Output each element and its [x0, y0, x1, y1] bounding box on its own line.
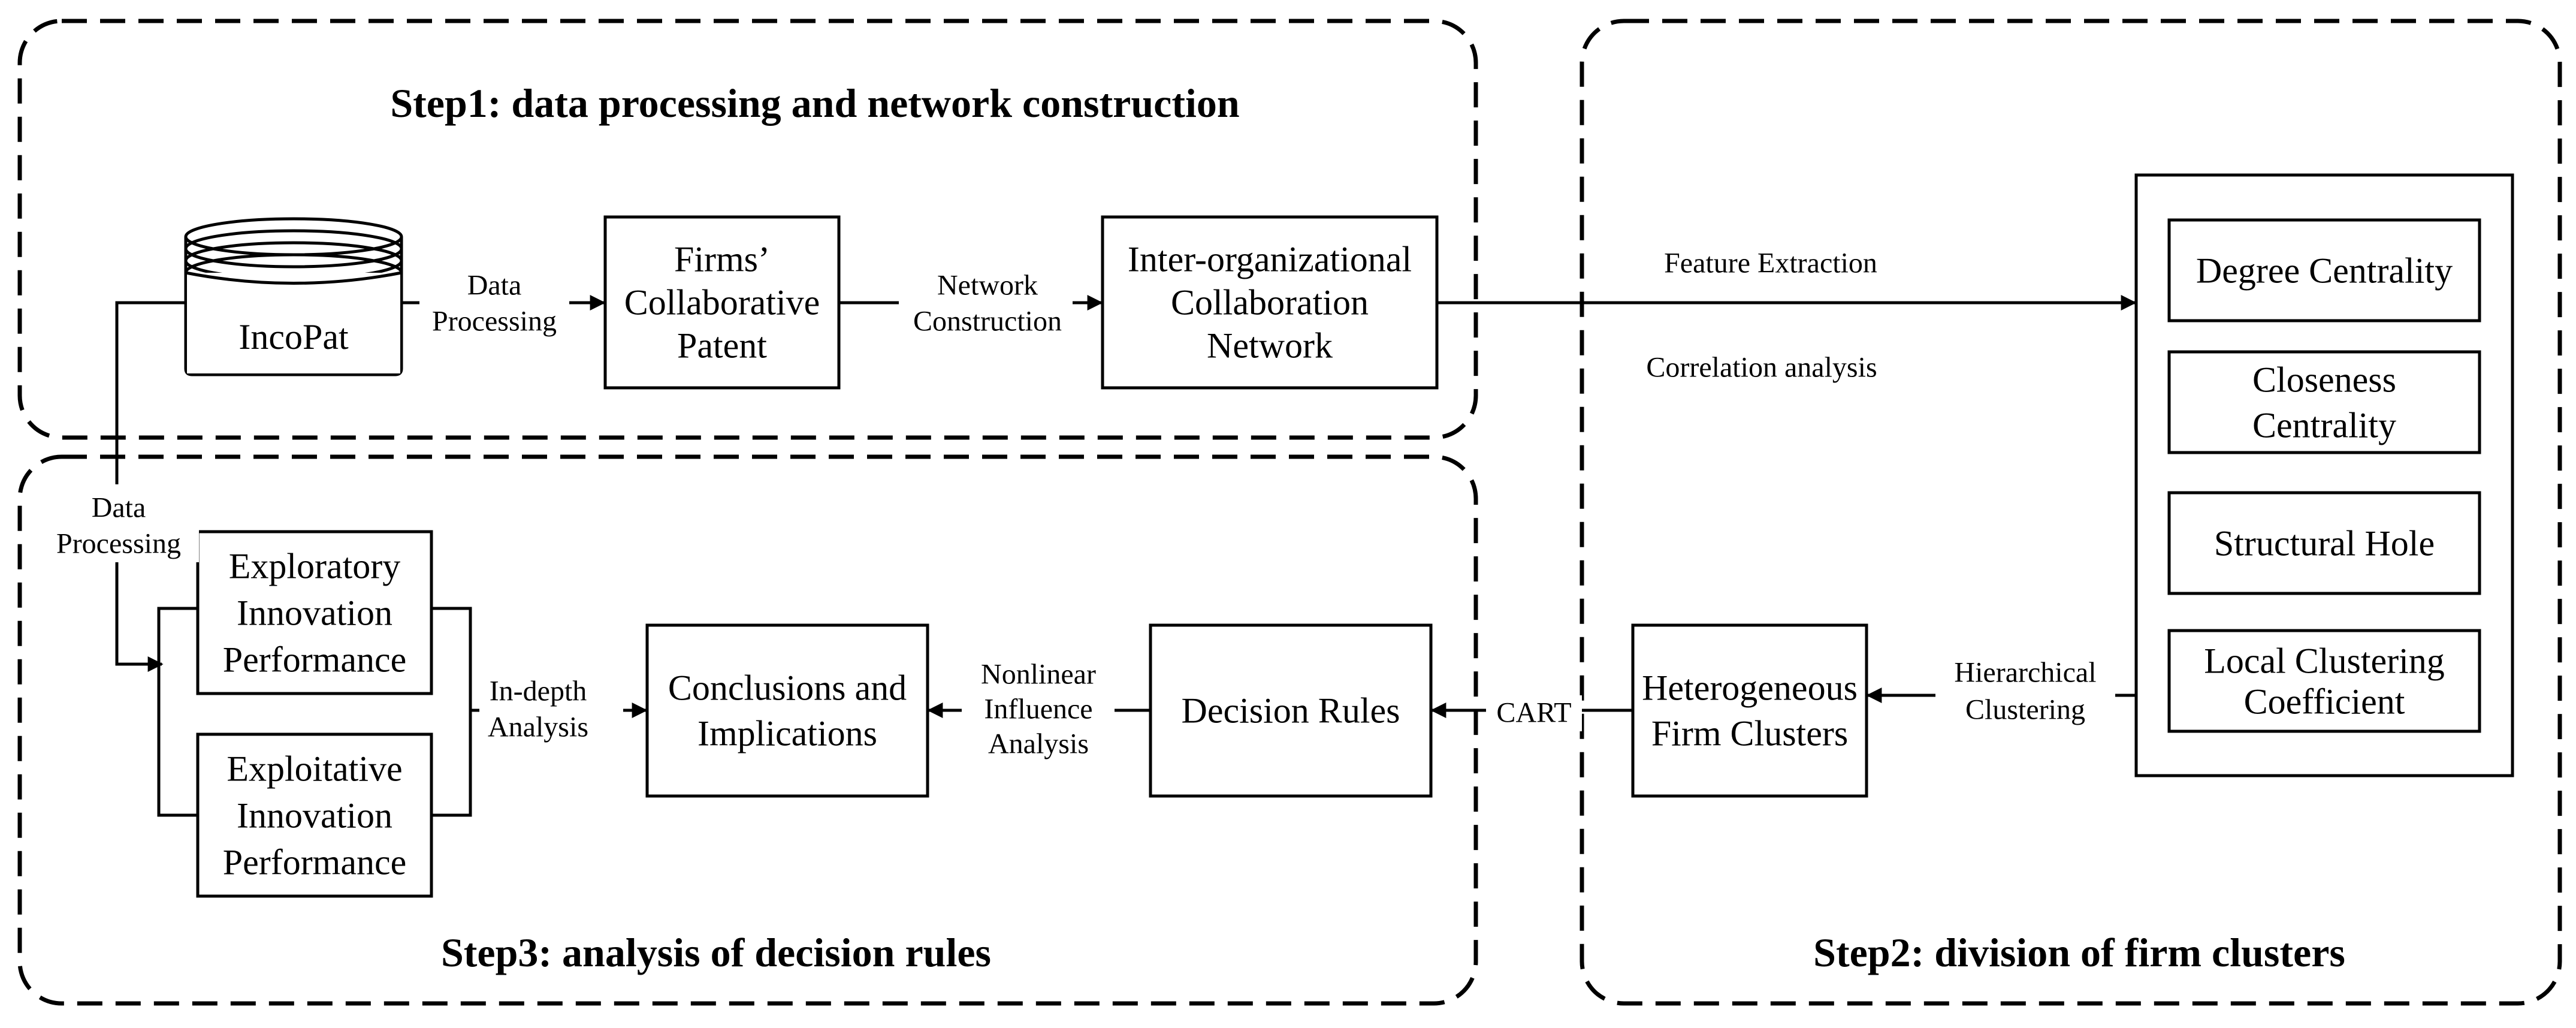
step2-region: [1580, 19, 2562, 1006]
text-line: Nonlinear: [981, 658, 1096, 690]
text-line: CART: [1496, 697, 1571, 728]
text-line: Influence: [984, 693, 1092, 725]
decision-rules-label: Decision Rules: [1182, 691, 1400, 730]
step3-title: Step3: analysis of decision rules: [441, 930, 991, 975]
heterogeneous-clusters-box: [1631, 623, 1868, 798]
step3-region: [17, 454, 1478, 1006]
conclusions-box: [645, 623, 929, 798]
text-line: Closeness: [2252, 360, 2396, 399]
text-line: Processing: [56, 527, 181, 559]
text-line: Analysis: [988, 728, 1089, 759]
text-line: Analysis: [488, 711, 588, 743]
text-line: Centrality: [2252, 405, 2396, 445]
closeness-centrality-box: [2167, 350, 2481, 454]
network-box: [1101, 215, 1439, 390]
label-cart: CART: [1496, 697, 1571, 728]
text-line: Collaborative: [624, 282, 820, 322]
text-line: Correlation analysis: [1646, 351, 1877, 383]
step2-title: Step2: division of firm clusters: [1813, 930, 2345, 975]
label-correlation-analysis: Correlation analysis: [1646, 351, 1877, 383]
text-line: In-depth: [490, 675, 587, 707]
text-line: Hierarchical: [1954, 656, 2096, 688]
exploitative-box: [196, 732, 433, 898]
text-line: Coefficient: [2244, 682, 2405, 721]
incopat-database-icon: [184, 217, 403, 376]
text-line: Patent: [677, 325, 767, 365]
text-line: Exploratory: [229, 546, 401, 586]
text-line: Inter-organizational: [1128, 239, 1412, 279]
structural-hole-label: Structural Hole: [2214, 523, 2435, 563]
degree-centrality-label: Degree Centrality: [2196, 251, 2453, 290]
text-line: Data: [467, 269, 522, 301]
text-line: Processing: [432, 305, 557, 337]
degree-centrality-box: [2167, 218, 2481, 322]
text-line: Innovation: [237, 795, 392, 835]
text-line: Collaboration: [1171, 282, 1369, 322]
edge-incopat-to-performance: [115, 301, 186, 672]
text-line: Performance: [223, 640, 407, 679]
text-line: Network: [1207, 325, 1333, 365]
text-line: Local Clustering: [2204, 641, 2445, 680]
text-line: Performance: [223, 842, 407, 882]
exploratory-box: [196, 530, 433, 695]
text-line: Firm Clusters: [1651, 713, 1848, 753]
text-line: Data: [92, 492, 146, 523]
text-line: Firms’: [674, 239, 770, 279]
text-line: Clustering: [1965, 694, 2085, 725]
text-line: Heterogeneous: [1642, 668, 1858, 707]
text-line: Implications: [697, 713, 877, 753]
text-line: Construction: [913, 305, 1062, 337]
performance-bracket-left: [157, 607, 198, 817]
local-clustering-box: [2167, 629, 2481, 733]
performance-bracket-right: [431, 607, 472, 817]
label-feature-extraction: Feature Extraction: [1664, 247, 1877, 279]
text-line: Conclusions and: [668, 668, 907, 707]
incopat-label: IncoPat: [238, 317, 349, 357]
text-line: Exploitative: [227, 749, 402, 788]
text-line: Degree Centrality: [2196, 251, 2453, 290]
structural-hole-box: [2167, 491, 2481, 595]
text-line: Feature Extraction: [1664, 247, 1877, 279]
text-line: Network: [937, 269, 1038, 301]
text-line: Structural Hole: [2214, 523, 2435, 563]
step1-title: Step1: data processing and network const…: [390, 80, 1239, 126]
text-line: Innovation: [237, 593, 392, 632]
text-line: Decision Rules: [1182, 691, 1400, 730]
